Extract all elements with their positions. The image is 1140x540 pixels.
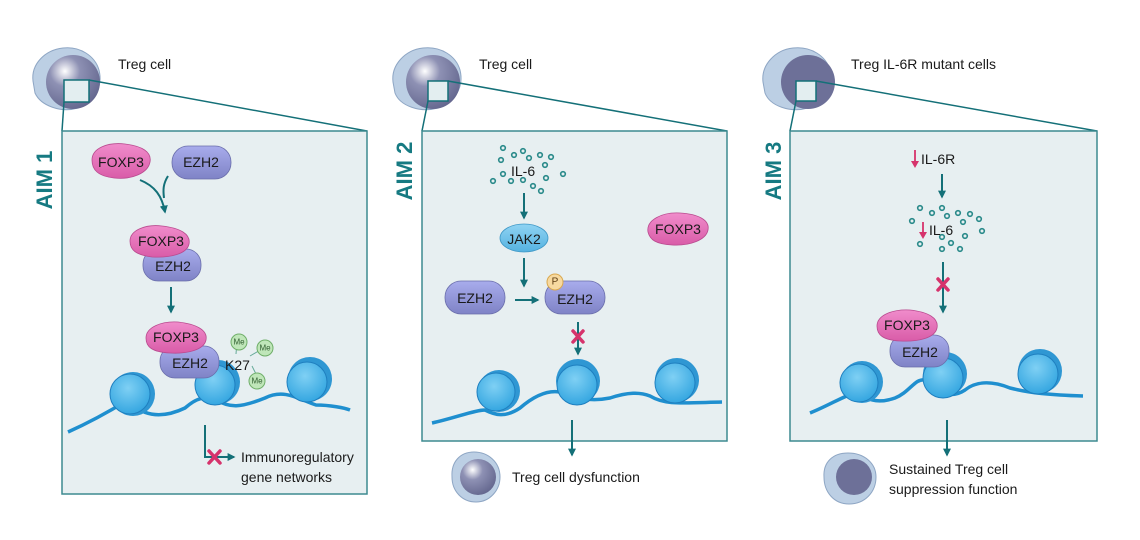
nucleosome — [1017, 349, 1062, 395]
histone-mark-label: K27 — [225, 357, 250, 373]
foxp3-protein: FOXP3 — [91, 143, 151, 179]
svg-text:JAK2: JAK2 — [507, 231, 541, 247]
zoom-line — [815, 80, 1098, 132]
svg-text:Me: Me — [233, 338, 245, 347]
svg-text:Me: Me — [251, 377, 263, 386]
svg-text:FOXP3: FOXP3 — [153, 329, 199, 345]
zoom-line — [789, 100, 797, 132]
aim-label: AIM 1 — [32, 151, 57, 210]
aim-label: AIM 2 — [392, 142, 417, 201]
zoom-line — [88, 79, 368, 132]
foxp3-protein: FOXP3 — [647, 212, 709, 246]
zoom-line — [61, 101, 65, 132]
phospho-ezh2-protein: EZH2 — [544, 280, 606, 315]
il6-cytokine-cluster — [908, 204, 986, 253]
inhibition-x-icon — [571, 329, 585, 344]
nucleosome — [654, 358, 699, 404]
outcome-label: Sustained Treg cell — [889, 461, 1008, 477]
zoom-region-box — [795, 80, 817, 102]
svg-text:FOXP3: FOXP3 — [884, 317, 930, 333]
zoom-region-box — [63, 79, 90, 103]
svg-text:EZH2: EZH2 — [183, 154, 219, 170]
nucleosome — [839, 361, 883, 403]
svg-text:Me: Me — [259, 344, 271, 353]
zoom-region-box — [427, 80, 449, 102]
svg-text:EZH2: EZH2 — [557, 291, 593, 307]
nucleosome — [286, 357, 332, 403]
svg-text:EZH2: EZH2 — [155, 258, 191, 274]
aim1-panel-group: Treg cell AIM 1 FOXP3 EZH2 EZH2 FOXP3 — [32, 47, 368, 495]
foxp3-protein: FOXP3 — [145, 321, 207, 354]
nucleosome — [476, 370, 520, 412]
inhibition-x-icon — [207, 449, 222, 465]
svg-text:P: P — [552, 277, 559, 288]
svg-text:FOXP3: FOXP3 — [138, 233, 184, 249]
ezh2-protein: EZH2 — [444, 280, 506, 315]
svg-text:FOXP3: FOXP3 — [98, 154, 144, 170]
outcome-label: gene networks — [241, 469, 332, 485]
ezh2-protein: EZH2 — [171, 145, 232, 180]
il6-label: IL-6 — [511, 163, 535, 179]
treg-cell-icon — [451, 451, 501, 503]
aim-label: AIM 3 — [761, 142, 786, 201]
jak2-kinase: JAK2 — [499, 223, 549, 253]
svg-text:FOXP3: FOXP3 — [655, 221, 701, 237]
cell-label: Treg cell — [479, 56, 532, 72]
nucleosome — [556, 359, 600, 406]
mutant-treg-cell-icon — [823, 452, 877, 505]
svg-text:EZH2: EZH2 — [457, 290, 493, 306]
merge-arrow — [139, 179, 168, 214]
methyl-group: Me Me Me — [230, 333, 274, 390]
aim1-panel — [61, 130, 368, 495]
svg-text:EZH2: EZH2 — [902, 344, 938, 360]
il6-label: IL-6 — [929, 222, 953, 238]
treg-cell-icon — [392, 47, 462, 111]
merge-arrow — [162, 175, 169, 199]
zoom-line — [421, 100, 429, 132]
aim2-panel-group: Treg cell AIM 2 IL-6 JAK2 FOXP3 EZH2 — [392, 47, 728, 503]
cell-label: Treg cell — [118, 56, 171, 72]
outcome-arrow — [204, 425, 236, 461]
ezh2-protein: EZH2 — [889, 334, 950, 368]
zoom-line — [447, 80, 728, 132]
foxp3-protein: FOXP3 — [129, 225, 190, 258]
cell-label: Treg IL-6R mutant cells — [851, 56, 996, 72]
inhibition-x-icon — [936, 277, 950, 292]
il6-cytokine-cluster — [489, 144, 567, 195]
outcome-label: Treg cell dysfunction — [512, 469, 640, 485]
phosphate-group: P — [546, 273, 564, 291]
foxp3-protein: FOXP3 — [876, 309, 938, 342]
svg-text:EZH2: EZH2 — [172, 355, 208, 371]
aim3-panel-group: Treg IL-6R mutant cells AIM 3 IL-6R IL-6 — [761, 47, 1098, 505]
decrease-arrow-icon — [911, 150, 919, 168]
outcome-label: suppression function — [889, 481, 1017, 497]
decrease-arrow-icon — [919, 222, 927, 239]
il6r-label: IL-6R — [921, 151, 955, 167]
outcome-label: Immunoregulatory — [241, 449, 354, 465]
nucleosome — [109, 372, 155, 416]
